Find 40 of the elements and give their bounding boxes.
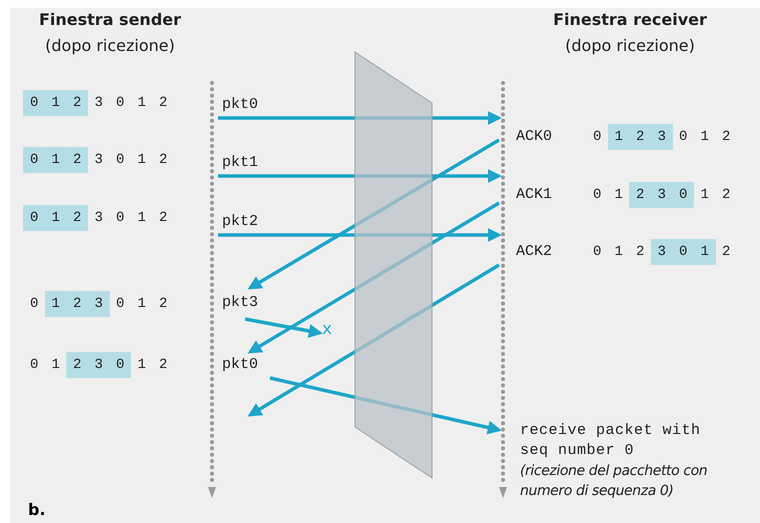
lost-packet-mark: x bbox=[322, 322, 335, 340]
sequence-numbers: 0 1 2 bbox=[593, 243, 647, 262]
window-highlight: 2 3 0 bbox=[629, 182, 694, 208]
sequence-numbers: 0 1 bbox=[593, 186, 626, 205]
edge-label: pkt0 bbox=[222, 95, 258, 115]
window-highlight: 3 0 1 bbox=[650, 239, 716, 265]
edge-label: pkt3 bbox=[222, 293, 258, 313]
edge-label: ACK0 bbox=[516, 127, 552, 147]
receiver-note: receive packet with seq number 0 bbox=[520, 421, 702, 461]
sequence-numbers: 0 bbox=[30, 295, 41, 314]
figure-label: b. bbox=[28, 500, 46, 519]
edge-label: pkt0 bbox=[222, 355, 258, 375]
edge-label: ACK2 bbox=[516, 242, 552, 262]
edge-label: pkt1 bbox=[222, 153, 258, 173]
receiver-note-translation: (ricezione del pacchetto con numero di sequenza 0) bbox=[520, 462, 708, 501]
sequence-numbers: 3 0 1 2 bbox=[94, 94, 170, 113]
sequence-numbers: 2 bbox=[722, 243, 733, 262]
arrow bbox=[244, 317, 323, 338]
edge-label: ACK1 bbox=[516, 185, 552, 205]
window-highlight: 0 1 2 bbox=[23, 205, 88, 231]
sequence-numbers: 0 1 2 bbox=[679, 128, 733, 147]
sequence-numbers: 3 0 1 2 bbox=[94, 209, 170, 228]
sequence-numbers: 1 2 bbox=[138, 356, 170, 375]
sequence-numbers: 1 2 bbox=[700, 186, 733, 205]
sequence-numbers: 0 1 bbox=[30, 356, 62, 375]
dotted-timeline bbox=[208, 80, 216, 498]
window-highlight: 0 1 2 bbox=[23, 147, 88, 173]
window-highlight: 0 1 2 bbox=[23, 90, 88, 116]
window-highlight: 2 3 0 bbox=[66, 352, 132, 378]
column-heading: Finestra receiver bbox=[552, 10, 708, 29]
column-heading: Finestra sender bbox=[38, 10, 182, 29]
sequence-numbers: 0 1 2 bbox=[116, 295, 170, 314]
window-highlight: 1 2 3 bbox=[608, 124, 673, 150]
sequence-numbers: 0 bbox=[593, 128, 604, 147]
window-highlight: 1 2 3 bbox=[44, 291, 110, 317]
sequence-numbers: 3 0 1 2 bbox=[94, 151, 170, 170]
column-subheading: (dopo ricezione) bbox=[44, 36, 176, 55]
edge-label: pkt2 bbox=[222, 212, 258, 232]
column-subheading: (dopo ricezione) bbox=[564, 36, 696, 55]
dotted-timeline bbox=[499, 80, 507, 498]
